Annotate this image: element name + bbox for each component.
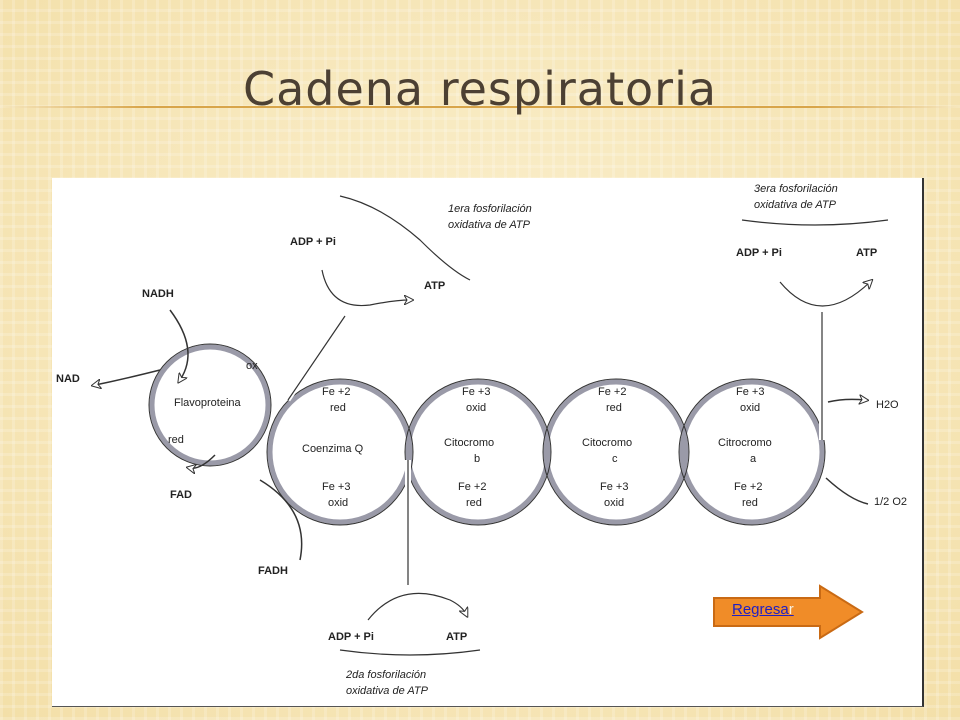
c-top-fe-label: Fe +2 bbox=[598, 386, 626, 398]
atp2-adp-label: ADP + Pi bbox=[328, 631, 374, 643]
atp1-caption-line2: oxidativa de ATP bbox=[448, 219, 531, 231]
cytochrome-b-label: Citocromo bbox=[444, 437, 494, 449]
electron-arrows bbox=[95, 309, 869, 561]
a-top-fe-label: Fe +3 bbox=[736, 386, 764, 398]
title-divider bbox=[0, 106, 960, 108]
o2-label: 1/2 O2 bbox=[874, 496, 907, 508]
right-arrow-icon bbox=[713, 584, 864, 640]
atp3-adp-label: ADP + Pi bbox=[736, 247, 782, 259]
atp2-atp-label: ATP bbox=[446, 631, 467, 643]
o2-arrow bbox=[825, 477, 869, 505]
coenzyme-q-label: Coenzima Q bbox=[302, 443, 364, 455]
b-top-fe-label: Fe +3 bbox=[462, 386, 490, 398]
nad-arrow bbox=[95, 369, 161, 385]
atp1-caption-line1: 1era fosforilación bbox=[448, 203, 532, 215]
c-bottom-state-label: oxid bbox=[604, 497, 624, 509]
cytochrome-c-ring bbox=[543, 379, 689, 525]
nadh-arrow bbox=[169, 309, 189, 380]
q-bottom-fe-label: Fe +3 bbox=[322, 481, 350, 493]
slide-title: Cadena respiratoria bbox=[242, 62, 718, 116]
back-button[interactable]: Regresar bbox=[712, 584, 864, 640]
back-button-label[interactable]: Regresar bbox=[732, 601, 794, 618]
atp3-curve bbox=[779, 282, 870, 307]
nadh-label: NADH bbox=[142, 288, 174, 300]
h2o-label: H2O bbox=[876, 399, 899, 411]
q-top-state-label: red bbox=[330, 402, 346, 414]
q-top-fe-label: Fe +2 bbox=[322, 386, 350, 398]
atp3-brace bbox=[741, 219, 889, 226]
atp3-caption-line2: oxidativa de ATP bbox=[754, 199, 837, 211]
atp3-atp-label: ATP bbox=[856, 247, 877, 259]
flavoprotein-ring bbox=[149, 344, 271, 466]
back-label-main: Regresa bbox=[732, 601, 789, 618]
nad-label: NAD bbox=[56, 373, 80, 385]
cytochrome-c-letter: c bbox=[612, 453, 618, 465]
atp1-coupling-line bbox=[287, 315, 346, 401]
h2o-arrow bbox=[827, 399, 865, 402]
red-label: red bbox=[168, 434, 184, 446]
b-top-state-label: oxid bbox=[466, 402, 486, 414]
complex-circles bbox=[149, 344, 825, 525]
back-label-tail: r bbox=[788, 601, 794, 618]
atp2-caption-line1: 2da fosforilación bbox=[345, 669, 426, 681]
atp1-curve bbox=[321, 269, 410, 307]
c-bottom-fe-label: Fe +3 bbox=[600, 481, 628, 493]
atp3-caption-line1: 3era fosforilación bbox=[754, 183, 838, 195]
atp-coupling-arrows bbox=[285, 195, 889, 656]
atp1-brace bbox=[339, 195, 471, 281]
a-top-state-label: oxid bbox=[740, 402, 760, 414]
fadh-arrow bbox=[259, 479, 303, 561]
a-bottom-fe-label: Fe +2 bbox=[734, 481, 762, 493]
a-bottom-state-label: red bbox=[742, 497, 758, 509]
atp1-adp-label: ADP + Pi bbox=[290, 236, 336, 248]
ring-outlines bbox=[148, 343, 826, 526]
atp2-brace bbox=[339, 649, 481, 656]
cytochrome-a-ring bbox=[679, 379, 825, 525]
b-bottom-fe-label: Fe +2 bbox=[458, 481, 486, 493]
fad-label: FAD bbox=[170, 489, 192, 501]
fadh-label: FADH bbox=[258, 565, 288, 577]
q-bottom-state-label: oxid bbox=[328, 497, 348, 509]
cytochrome-a-letter: a bbox=[750, 453, 757, 465]
cytochrome-c-label: Citocromo bbox=[582, 437, 632, 449]
b-bottom-state-label: red bbox=[466, 497, 482, 509]
ox-label: ox bbox=[246, 360, 258, 372]
atp2-curve bbox=[367, 592, 466, 621]
atp2-caption-line2: oxidativa de ATP bbox=[346, 685, 429, 697]
flavoprotein-label: Flavoproteina bbox=[174, 397, 242, 409]
cytochrome-b-letter: b bbox=[474, 453, 480, 465]
fad-arrow bbox=[190, 454, 216, 468]
atp1-atp-label: ATP bbox=[424, 280, 445, 292]
cytochrome-a-label: Citrocromo bbox=[718, 437, 772, 449]
c-top-state-label: red bbox=[606, 402, 622, 414]
